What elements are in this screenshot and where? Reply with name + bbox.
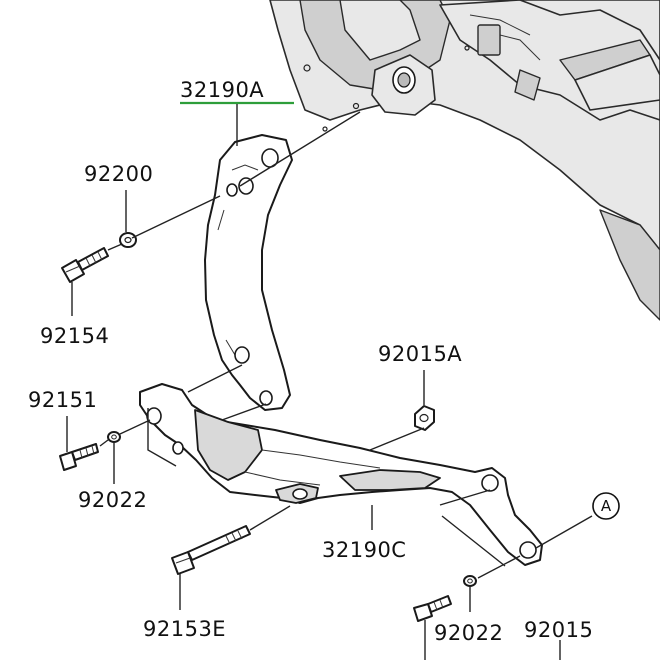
label-92151: 92151 xyxy=(28,388,97,412)
label-92022-lower: 92022 xyxy=(434,621,503,645)
label-92015: 92015 xyxy=(524,618,593,642)
label-92022-upper: 92022 xyxy=(78,488,147,512)
bolt-92154 xyxy=(61,247,109,283)
bracket-32190a xyxy=(204,134,293,411)
washer-92022-upper xyxy=(107,431,121,443)
bolt-92151 xyxy=(59,443,99,471)
bolt-92015 xyxy=(413,595,452,622)
bracket-32190c xyxy=(139,383,543,566)
label-92200: 92200 xyxy=(84,162,153,186)
washer-92200 xyxy=(119,232,137,248)
callout-letter: A xyxy=(601,497,612,515)
nut-92015a xyxy=(414,405,435,431)
motorcycle-frame xyxy=(269,0,660,321)
callout-a: A xyxy=(592,492,620,520)
label-32190c: 32190C xyxy=(322,538,406,562)
washer-92022-lower xyxy=(463,575,477,587)
label-92153e: 92153E xyxy=(143,617,226,641)
label-32190a: 32190A xyxy=(180,78,264,102)
assembly-lines xyxy=(99,111,593,579)
bolt-92153e xyxy=(171,525,251,575)
label-92154: 92154 xyxy=(40,324,109,348)
label-92015a: 92015A xyxy=(378,342,462,366)
leader-lines xyxy=(66,101,561,660)
part-labels: 32190A 92200 92154 92015A 92151 92022 32… xyxy=(28,78,593,645)
